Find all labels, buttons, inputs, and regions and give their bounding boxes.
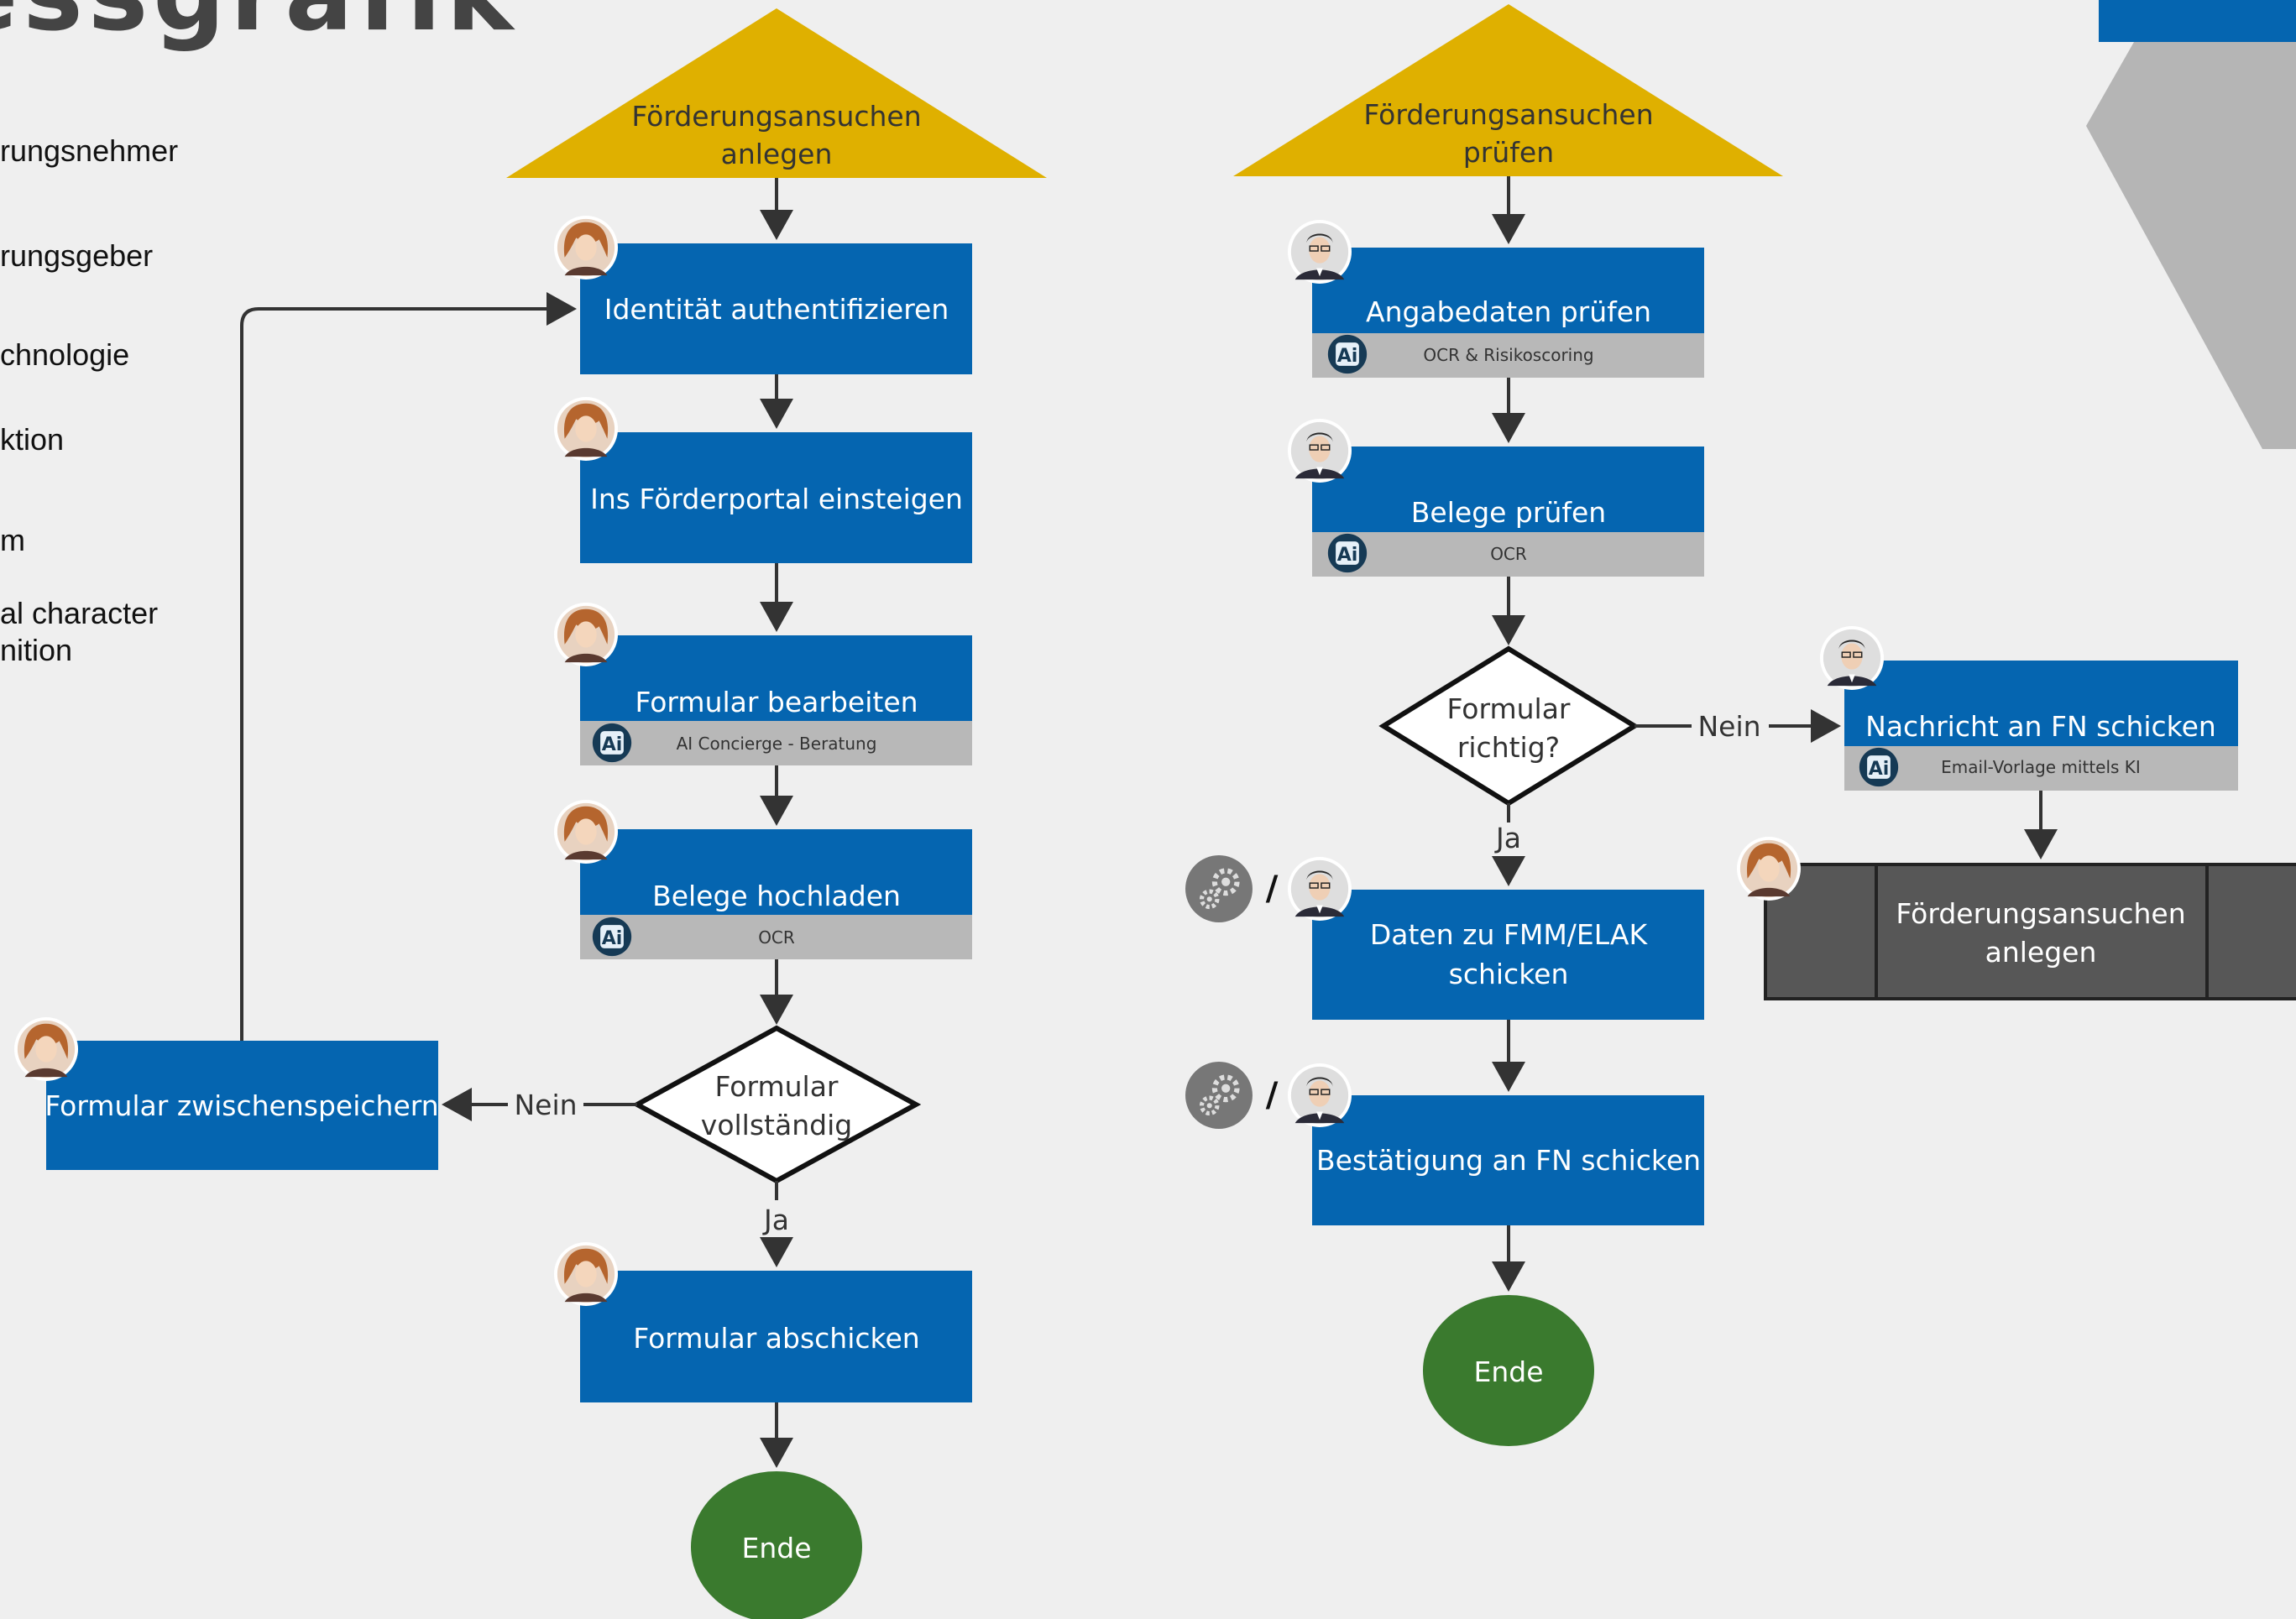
ai-chip-label: Ai (602, 928, 623, 949)
legend-item-funding-provider: rungsgeber (0, 238, 153, 273)
legend-item-funding-recipient: rungsnehmer (0, 133, 178, 168)
subprocess-label-line1: Förderungsansuchen (1896, 897, 2185, 930)
person-female-avatar (1736, 836, 1802, 901)
step-upload-tech: OCR (758, 927, 795, 948)
start-label-right-line1: Förderungsansuchen (1363, 98, 1653, 131)
start-label-right-line2: prüfen (1463, 136, 1554, 169)
step-message-label: Nachricht an FN schicken (1865, 710, 2216, 743)
legend-item-ocr-line2: nition (0, 633, 72, 667)
ai-chip-label: Ai (602, 734, 623, 755)
ai-chip-label: Ai (1337, 346, 1358, 367)
person-female-avatar (553, 215, 619, 280)
step-message-subbar (1844, 746, 2238, 791)
label-yes-left: Ja (762, 1204, 789, 1236)
step-submit-label: Formular abschicken (633, 1322, 919, 1355)
gears-icon (1185, 855, 1253, 922)
decision-left-line2: vollständig (701, 1109, 852, 1141)
step-send-data-line1: Daten zu FMM/ELAK (1370, 918, 1649, 951)
start-label-left-line1: Förderungsansuchen (631, 100, 921, 133)
subprocess-label-line2: anlegen (1985, 936, 2097, 969)
legend-item-system: m (0, 523, 25, 557)
step-submit (580, 1271, 972, 1402)
step-check-receipts-label: Belege prüfen (1411, 496, 1606, 529)
start-label-left-line2: anlegen (721, 138, 833, 170)
step-edit-form-label: Formular bearbeiten (635, 686, 918, 718)
end-right-label: Ende (1473, 1355, 1543, 1388)
person-male-avatar (1819, 625, 1885, 691)
step-check-receipts (1312, 447, 1704, 532)
person-male-avatar (1287, 219, 1352, 285)
step-check-receipts-tech: OCR (1490, 544, 1527, 564)
accent-chevron (2086, 42, 2296, 449)
step-edit-form-tech: AI Concierge - Beratung (677, 734, 877, 754)
actor-separator: / (1266, 870, 1279, 908)
step-message (1844, 661, 2238, 746)
person-male-avatar (1287, 856, 1352, 922)
ai-chip-label: Ai (1869, 759, 1890, 780)
decision-right-line1: Formular (1446, 692, 1570, 725)
person-male-avatar (1287, 418, 1352, 483)
legend-item-ocr-line1: al character (0, 596, 158, 630)
step-edit-form-subbar (580, 721, 972, 765)
start-shape-right (1233, 4, 1783, 176)
step-check-data (1312, 248, 1704, 333)
person-male-avatar (1287, 1063, 1352, 1128)
decision-right-line2: richtig? (1457, 731, 1560, 764)
label-no-right: Nein (1697, 710, 1760, 743)
step-check-data-label: Angabedaten prüfen (1366, 295, 1651, 328)
step-send-data (1312, 890, 1704, 1020)
person-female-avatar (13, 1016, 79, 1082)
person-female-avatar (553, 1241, 619, 1307)
step-portal (580, 432, 972, 563)
step-message-tech: Email-Vorlage mittels KI (1941, 757, 2141, 777)
label-no-left: Nein (514, 1089, 577, 1121)
step-identity-label: Identität authentifizieren (604, 293, 949, 326)
right-flow: Förderungsansuchen prüfen Angabedaten pr… (1185, 4, 2296, 1446)
label-yes-right: Ja (1494, 822, 1521, 854)
end-left-label: Ende (741, 1532, 811, 1564)
step-send-data-line2: schicken (1449, 958, 1569, 990)
step-upload (580, 829, 972, 915)
subprocess-box (1764, 863, 2296, 1000)
step-upload-subbar (580, 915, 972, 959)
person-female-avatar (553, 602, 619, 667)
person-female-avatar (553, 396, 619, 462)
step-confirm-label: Bestätigung an FN schicken (1316, 1144, 1701, 1177)
step-identity (580, 243, 972, 374)
step-check-data-subbar (1312, 333, 1704, 378)
step-save-label: Formular zwischenspeichern (44, 1089, 438, 1122)
left-flow: Förderungsansuchen anlegen Identität aut… (13, 8, 1047, 1619)
decision-right (1378, 645, 1640, 807)
end-left (691, 1471, 862, 1619)
decision-left-line1: Formular (714, 1070, 838, 1103)
page-title: essgrafik (0, 0, 518, 54)
legend-item-technology: chnologie (0, 337, 129, 372)
step-upload-label: Belege hochladen (652, 880, 901, 912)
step-save (46, 1041, 438, 1170)
ai-chip-label: Ai (1337, 545, 1358, 566)
step-check-data-tech: OCR & Risikoscoring (1423, 345, 1593, 365)
start-shape-left (506, 8, 1047, 178)
end-right (1423, 1295, 1594, 1446)
loop-connector (240, 292, 577, 1041)
legend-item-function: ktion (0, 422, 64, 457)
actor-separator: / (1266, 1076, 1279, 1115)
step-edit-form (580, 635, 972, 721)
step-portal-label: Ins Förderportal einsteigen (590, 483, 963, 515)
decision-left (631, 1025, 922, 1184)
gears-icon (1185, 1062, 1253, 1129)
step-confirm (1312, 1095, 1704, 1225)
accent-bar (2099, 0, 2296, 42)
step-check-receipts-subbar (1312, 532, 1704, 577)
person-female-avatar (553, 799, 619, 864)
